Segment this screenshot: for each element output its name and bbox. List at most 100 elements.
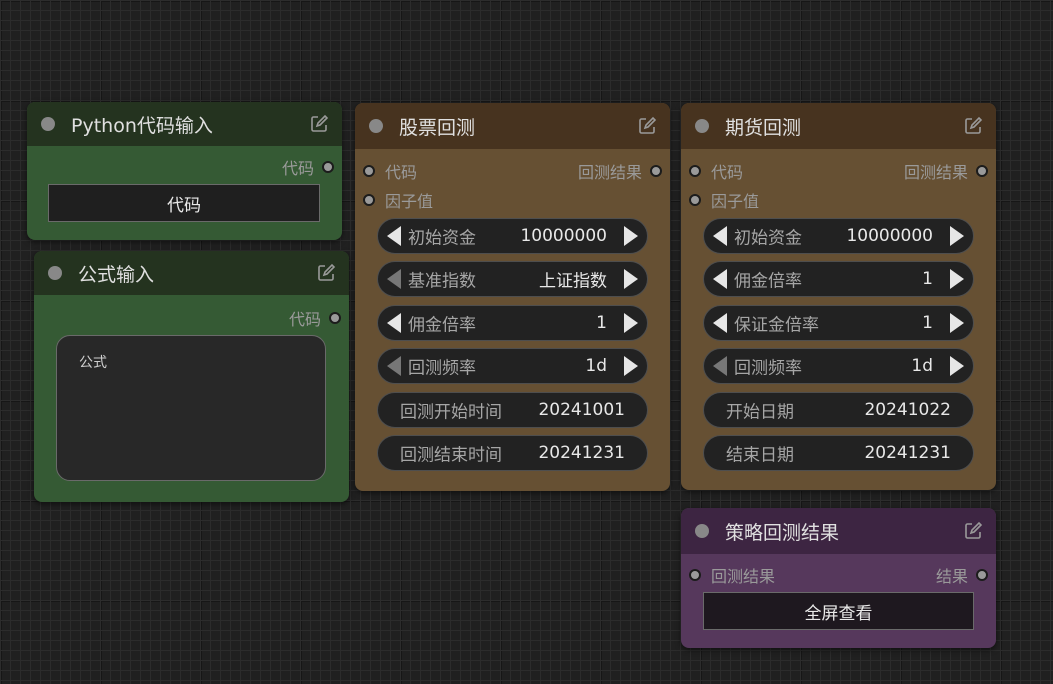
decrement-arrow[interactable] xyxy=(713,313,727,333)
io-row: 因子值 xyxy=(681,185,996,215)
edit-icon[interactable] xyxy=(316,263,336,283)
node-python-code-input[interactable]: Python代码输入 代码 代码 xyxy=(27,102,342,240)
widget-label: 回测频率 xyxy=(408,358,476,379)
widget-label: 回测频率 xyxy=(734,358,802,379)
node-futures-backtest[interactable]: 期货回测 代码 回测结果 因子值 初始资金 10000000 佣金倍率 1 保证… xyxy=(681,103,996,490)
widget-value: 20241231 xyxy=(864,443,951,463)
node-status-dot[interactable] xyxy=(695,119,709,133)
increment-arrow[interactable] xyxy=(624,226,638,246)
code-button[interactable]: 代码 xyxy=(48,184,320,222)
widget-backtest-frequency[interactable]: 回测频率 1d xyxy=(703,348,974,384)
formula-placeholder: 公式 xyxy=(79,355,107,371)
widget-label: 开始日期 xyxy=(726,402,794,423)
widget-initial-capital[interactable]: 初始资金 10000000 xyxy=(703,218,974,254)
widget-value: 20241231 xyxy=(538,443,625,463)
widget-label: 回测结束时间 xyxy=(400,445,502,466)
node-strategy-result[interactable]: 策略回测结果 回测结果 结果 全屏查看 xyxy=(681,508,996,648)
node-header[interactable]: Python代码输入 xyxy=(27,102,342,146)
node-title: 策略回测结果 xyxy=(725,521,840,544)
edit-icon[interactable] xyxy=(309,114,329,134)
input-port[interactable] xyxy=(363,165,375,177)
widget-label: 保证金倍率 xyxy=(734,315,819,336)
output-port[interactable] xyxy=(976,165,988,177)
widget-backtest-frequency[interactable]: 回测频率 1d xyxy=(377,348,648,384)
widget-initial-capital[interactable]: 初始资金 10000000 xyxy=(377,218,648,254)
io-row: 因子值 xyxy=(355,185,670,215)
increment-arrow[interactable] xyxy=(624,269,638,289)
widget-commission-rate[interactable]: 佣金倍率 1 xyxy=(703,261,974,297)
io-row: 代码 回测结果 xyxy=(681,156,996,186)
input-port[interactable] xyxy=(363,194,375,206)
widget-value: 20241022 xyxy=(864,400,951,420)
node-formula-input[interactable]: 公式输入 代码 公式 xyxy=(34,251,349,502)
increment-arrow[interactable] xyxy=(624,313,638,333)
edit-icon[interactable] xyxy=(963,116,983,136)
widget-start-date[interactable]: 开始日期 20241022 xyxy=(703,392,974,428)
widget-start-time[interactable]: 回测开始时间 20241001 xyxy=(377,392,648,428)
input-label: 回测结果 xyxy=(711,567,776,586)
decrement-arrow[interactable] xyxy=(387,356,401,376)
widget-value: 1 xyxy=(596,313,607,333)
widget-label: 初始资金 xyxy=(408,228,476,249)
widget-margin-rate[interactable]: 保证金倍率 1 xyxy=(703,305,974,341)
output-port[interactable] xyxy=(329,312,341,324)
decrement-arrow[interactable] xyxy=(387,269,401,289)
input-port[interactable] xyxy=(689,194,701,206)
node-title: 股票回测 xyxy=(399,116,476,139)
decrement-arrow[interactable] xyxy=(387,226,401,246)
output-port[interactable] xyxy=(322,161,334,173)
node-status-dot[interactable] xyxy=(41,117,55,131)
fullscreen-view-button[interactable]: 全屏查看 xyxy=(703,592,974,630)
node-header[interactable]: 策略回测结果 xyxy=(681,508,996,554)
input-label: 因子值 xyxy=(711,192,760,211)
node-title: 公式输入 xyxy=(78,263,155,286)
output-label: 结果 xyxy=(935,567,968,586)
output-port[interactable] xyxy=(650,165,662,177)
widget-value: 1 xyxy=(922,313,933,333)
output-label: 回测结果 xyxy=(903,163,968,182)
widget-end-date[interactable]: 结束日期 20241231 xyxy=(703,435,974,471)
widget-value: 上证指数 xyxy=(539,271,607,292)
node-header[interactable]: 股票回测 xyxy=(355,103,670,149)
edit-icon[interactable] xyxy=(963,521,983,541)
decrement-arrow[interactable] xyxy=(713,269,727,289)
widget-label: 初始资金 xyxy=(734,228,802,249)
output-port[interactable] xyxy=(976,569,988,581)
io-row: 回测结果 结果 xyxy=(681,560,996,590)
increment-arrow[interactable] xyxy=(624,356,638,376)
input-label: 因子值 xyxy=(385,192,434,211)
widget-label: 佣金倍率 xyxy=(408,315,476,336)
decrement-arrow[interactable] xyxy=(713,226,727,246)
node-title: Python代码输入 xyxy=(71,114,213,137)
output-label: 回测结果 xyxy=(577,163,642,182)
node-title: 期货回测 xyxy=(725,116,802,139)
widget-label: 基准指数 xyxy=(408,271,476,292)
input-label: 代码 xyxy=(385,163,418,182)
formula-textarea[interactable]: 公式 xyxy=(56,335,326,481)
increment-arrow[interactable] xyxy=(950,356,964,376)
widget-value: 20241001 xyxy=(538,400,625,420)
decrement-arrow[interactable] xyxy=(387,313,401,333)
increment-arrow[interactable] xyxy=(950,269,964,289)
node-header[interactable]: 期货回测 xyxy=(681,103,996,149)
io-row: 代码 回测结果 xyxy=(355,156,670,186)
node-status-dot[interactable] xyxy=(695,524,709,538)
node-stock-backtest[interactable]: 股票回测 代码 回测结果 因子值 初始资金 10000000 基准指数 上证指数… xyxy=(355,103,670,491)
widget-label: 佣金倍率 xyxy=(734,271,802,292)
widget-label: 结束日期 xyxy=(726,445,794,466)
node-header[interactable]: 公式输入 xyxy=(34,251,349,295)
widget-end-time[interactable]: 回测结束时间 20241231 xyxy=(377,435,648,471)
output-row: 代码 xyxy=(34,295,349,333)
increment-arrow[interactable] xyxy=(950,226,964,246)
edit-icon[interactable] xyxy=(637,116,657,136)
node-status-dot[interactable] xyxy=(48,266,62,280)
widget-commission-rate[interactable]: 佣金倍率 1 xyxy=(377,305,648,341)
input-port[interactable] xyxy=(689,165,701,177)
increment-arrow[interactable] xyxy=(950,313,964,333)
widget-value: 1 xyxy=(922,269,933,289)
widget-value: 10000000 xyxy=(520,226,607,246)
decrement-arrow[interactable] xyxy=(713,356,727,376)
widget-benchmark-index[interactable]: 基准指数 上证指数 xyxy=(377,261,648,297)
node-status-dot[interactable] xyxy=(369,119,383,133)
input-port[interactable] xyxy=(689,569,701,581)
